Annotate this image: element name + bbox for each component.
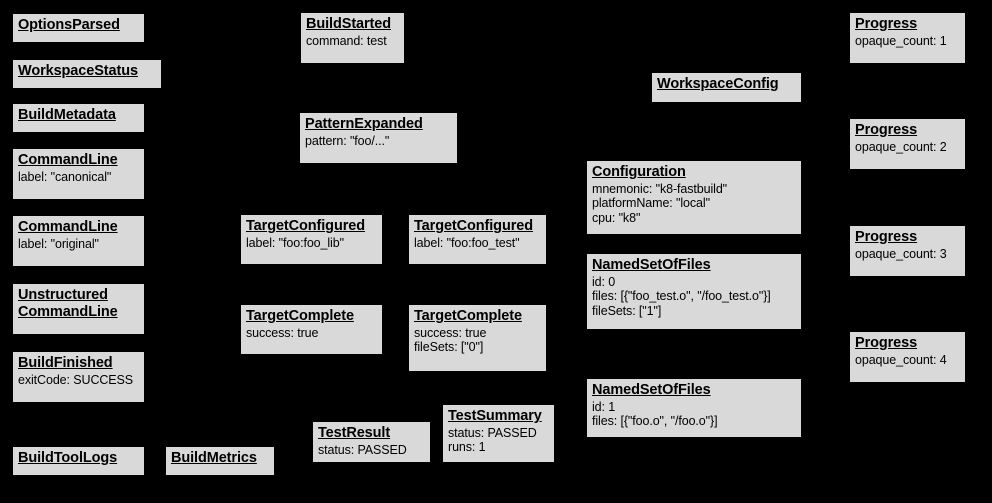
node-title: NamedSetOfFiles bbox=[592, 257, 711, 273]
node-title: CommandLine bbox=[18, 152, 118, 168]
node-title: BuildFinished bbox=[18, 355, 113, 371]
node-title: Progress bbox=[855, 122, 918, 138]
node-fields: status: PASSED runs: 1 bbox=[448, 425, 537, 455]
node-title: BuildToolLogs bbox=[18, 450, 118, 466]
node-fields: opaque_count: 4 bbox=[855, 352, 947, 367]
node-title: PatternExpanded bbox=[305, 116, 423, 132]
node-fields: opaque_count: 1 bbox=[855, 33, 947, 48]
node-fields: label: "foo:foo_lib" bbox=[246, 235, 344, 250]
node-fields: mnemonic: "k8-fastbuild" platformName: "… bbox=[592, 181, 728, 225]
node-fields: success: true bbox=[246, 325, 319, 340]
node-fields: id: 0 files: [{"foo_test.o", "/foo_test.… bbox=[592, 274, 771, 318]
node-title: OptionsParsed bbox=[18, 17, 120, 33]
node-title: TargetConfigured bbox=[414, 218, 533, 234]
node-title: Progress bbox=[855, 229, 918, 245]
node-fields: status: PASSED bbox=[318, 442, 407, 457]
node-fields: success: true fileSets: ["0"] bbox=[414, 325, 487, 355]
node-title: Configuration bbox=[592, 164, 686, 180]
node-build-metrics[interactable]: BuildMetrics bbox=[165, 446, 275, 476]
node-unstructured-command-line[interactable]: Unstructured CommandLine bbox=[12, 283, 145, 335]
node-title: WorkspaceConfig bbox=[657, 76, 779, 92]
node-title: Unstructured CommandLine bbox=[18, 287, 118, 320]
node-build-metadata[interactable]: BuildMetadata bbox=[12, 103, 145, 133]
node-workspace-status[interactable]: WorkspaceStatus bbox=[12, 59, 162, 89]
node-title: TargetComplete bbox=[414, 308, 522, 324]
node-title: TargetConfigured bbox=[246, 218, 365, 234]
node-title: Progress bbox=[855, 335, 918, 351]
node-fields: command: test bbox=[306, 33, 387, 48]
node-fields: pattern: "foo/..." bbox=[305, 133, 390, 148]
node-fields: label: "canonical" bbox=[18, 169, 112, 184]
node-title: BuildStarted bbox=[306, 16, 392, 32]
node-title: BuildMetrics bbox=[171, 450, 257, 466]
node-build-tool-logs[interactable]: BuildToolLogs bbox=[12, 446, 145, 476]
node-title: WorkspaceStatus bbox=[18, 63, 138, 79]
node-title: CommandLine bbox=[18, 219, 118, 235]
node-fields: label: "original" bbox=[18, 236, 99, 251]
node-title: BuildMetadata bbox=[18, 107, 116, 123]
node-fields: exitCode: SUCCESS bbox=[18, 372, 134, 387]
node-options-parsed[interactable]: OptionsParsed bbox=[12, 13, 145, 43]
node-fields: id: 1 files: [{"foo.o", "/foo.o"}] bbox=[592, 399, 718, 429]
node-fields: opaque_count: 3 bbox=[855, 246, 947, 261]
node-title: TargetComplete bbox=[246, 308, 354, 324]
node-title: TestResult bbox=[318, 425, 391, 441]
node-title: NamedSetOfFiles bbox=[592, 382, 711, 398]
node-title: TestSummary bbox=[448, 408, 542, 424]
node-workspace-config[interactable]: WorkspaceConfig bbox=[651, 72, 802, 103]
node-fields: label: "foo:foo_test" bbox=[414, 235, 520, 250]
node-title: Progress bbox=[855, 16, 918, 32]
node-fields: opaque_count: 2 bbox=[855, 139, 947, 154]
